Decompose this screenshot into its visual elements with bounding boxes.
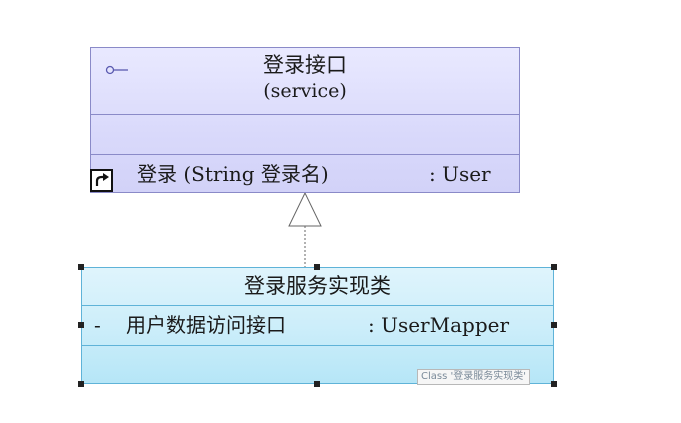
interface-operations-compartment: + 登录 (String 登录名) : User xyxy=(91,155,519,194)
selection-handle-bottom-center[interactable] xyxy=(314,381,320,387)
selection-handle-top-left[interactable] xyxy=(78,264,84,270)
class-tooltip: Class '登录服务实现类' xyxy=(417,369,530,385)
interface-header: 登录接口 (service) xyxy=(91,48,519,115)
selection-handle-bottom-right[interactable] xyxy=(551,381,557,387)
selection-handle-bottom-left[interactable] xyxy=(78,381,84,387)
class-name: 登录服务实现类 xyxy=(244,274,391,298)
attribute-visibility: - xyxy=(94,313,101,337)
class-attributes-compartment: - 用户数据访问接口 : UserMapper xyxy=(82,306,553,346)
interface-lollipop-icon xyxy=(105,65,128,75)
shortcut-arrow-icon[interactable] xyxy=(90,169,113,192)
selection-handle-middle-left[interactable] xyxy=(78,322,84,328)
implementation-class-box[interactable]: 登录服务实现类 - 用户数据访问接口 : UserMapper xyxy=(81,267,554,384)
selection-handle-top-center[interactable] xyxy=(314,264,320,270)
realization-arrowhead xyxy=(288,191,322,227)
interface-stereotype: (service) xyxy=(263,80,347,102)
attribute-name: 用户数据访问接口 xyxy=(126,313,286,337)
attribute-type: : UserMapper xyxy=(368,313,510,337)
operation-return-type: : User xyxy=(429,162,491,186)
selection-handle-top-right[interactable] xyxy=(551,264,557,270)
interface-class-box[interactable]: 登录接口 (service) + 登录 (String 登录名) : User xyxy=(90,47,520,193)
operation-name: 登录 (String 登录名) xyxy=(137,162,329,186)
interface-attributes-compartment xyxy=(91,115,519,155)
selection-handle-middle-right[interactable] xyxy=(551,322,557,328)
interface-name: 登录接口 xyxy=(263,53,347,77)
class-name-compartment: 登录服务实现类 xyxy=(82,268,553,306)
